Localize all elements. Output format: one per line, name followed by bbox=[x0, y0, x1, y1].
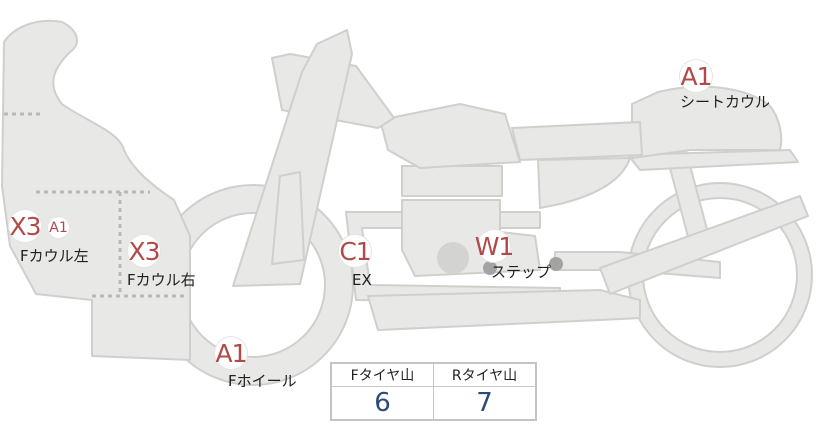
damage-code-exhaust: C1 bbox=[339, 235, 372, 267]
tread-depth-table: Fタイヤ山 Rタイヤ山 6 7 bbox=[330, 362, 537, 421]
rear-tread-value: 7 bbox=[433, 386, 537, 421]
front-cowl bbox=[1, 19, 191, 361]
seat bbox=[511, 121, 643, 161]
part-label-front-wheel: Fホイール bbox=[228, 372, 297, 390]
engine-cover-icon bbox=[437, 242, 469, 274]
front-tread-value: 6 bbox=[330, 386, 434, 421]
part-label-exhaust: EX bbox=[352, 271, 372, 289]
front-tread-header: Fタイヤ山 bbox=[330, 362, 434, 387]
damage-code-front-wheel: A1 bbox=[215, 337, 248, 369]
part-label-front-cowl-right: Fカウル右 bbox=[127, 271, 196, 289]
part-label-front-cowl-left: Fカウル左 bbox=[20, 247, 89, 265]
damage-code-front-cowl-right: X3 bbox=[128, 235, 161, 267]
step-peg-icon bbox=[549, 257, 563, 271]
muffler bbox=[599, 195, 809, 295]
side-cover bbox=[537, 157, 631, 209]
cowl-dividers bbox=[4, 112, 188, 298]
front-fork bbox=[232, 29, 353, 287]
exhaust-pipe bbox=[367, 289, 641, 331]
part-label-step: ステップ bbox=[491, 263, 552, 281]
rear-tread-header: Rタイヤ山 bbox=[433, 362, 537, 387]
fuel-tank bbox=[379, 103, 521, 169]
damage-code-step: W1 bbox=[474, 230, 514, 262]
air-box bbox=[401, 165, 503, 197]
step-peg-icon bbox=[483, 261, 497, 275]
damage-subcode-front-cowl-left: A1 bbox=[48, 217, 69, 238]
fork-tube bbox=[271, 171, 305, 265]
part-label-seat-cowl: シートカウル bbox=[680, 93, 771, 111]
damage-code-seat-cowl: A1 bbox=[680, 60, 713, 92]
damage-code-front-cowl-left: X3 bbox=[9, 210, 42, 242]
